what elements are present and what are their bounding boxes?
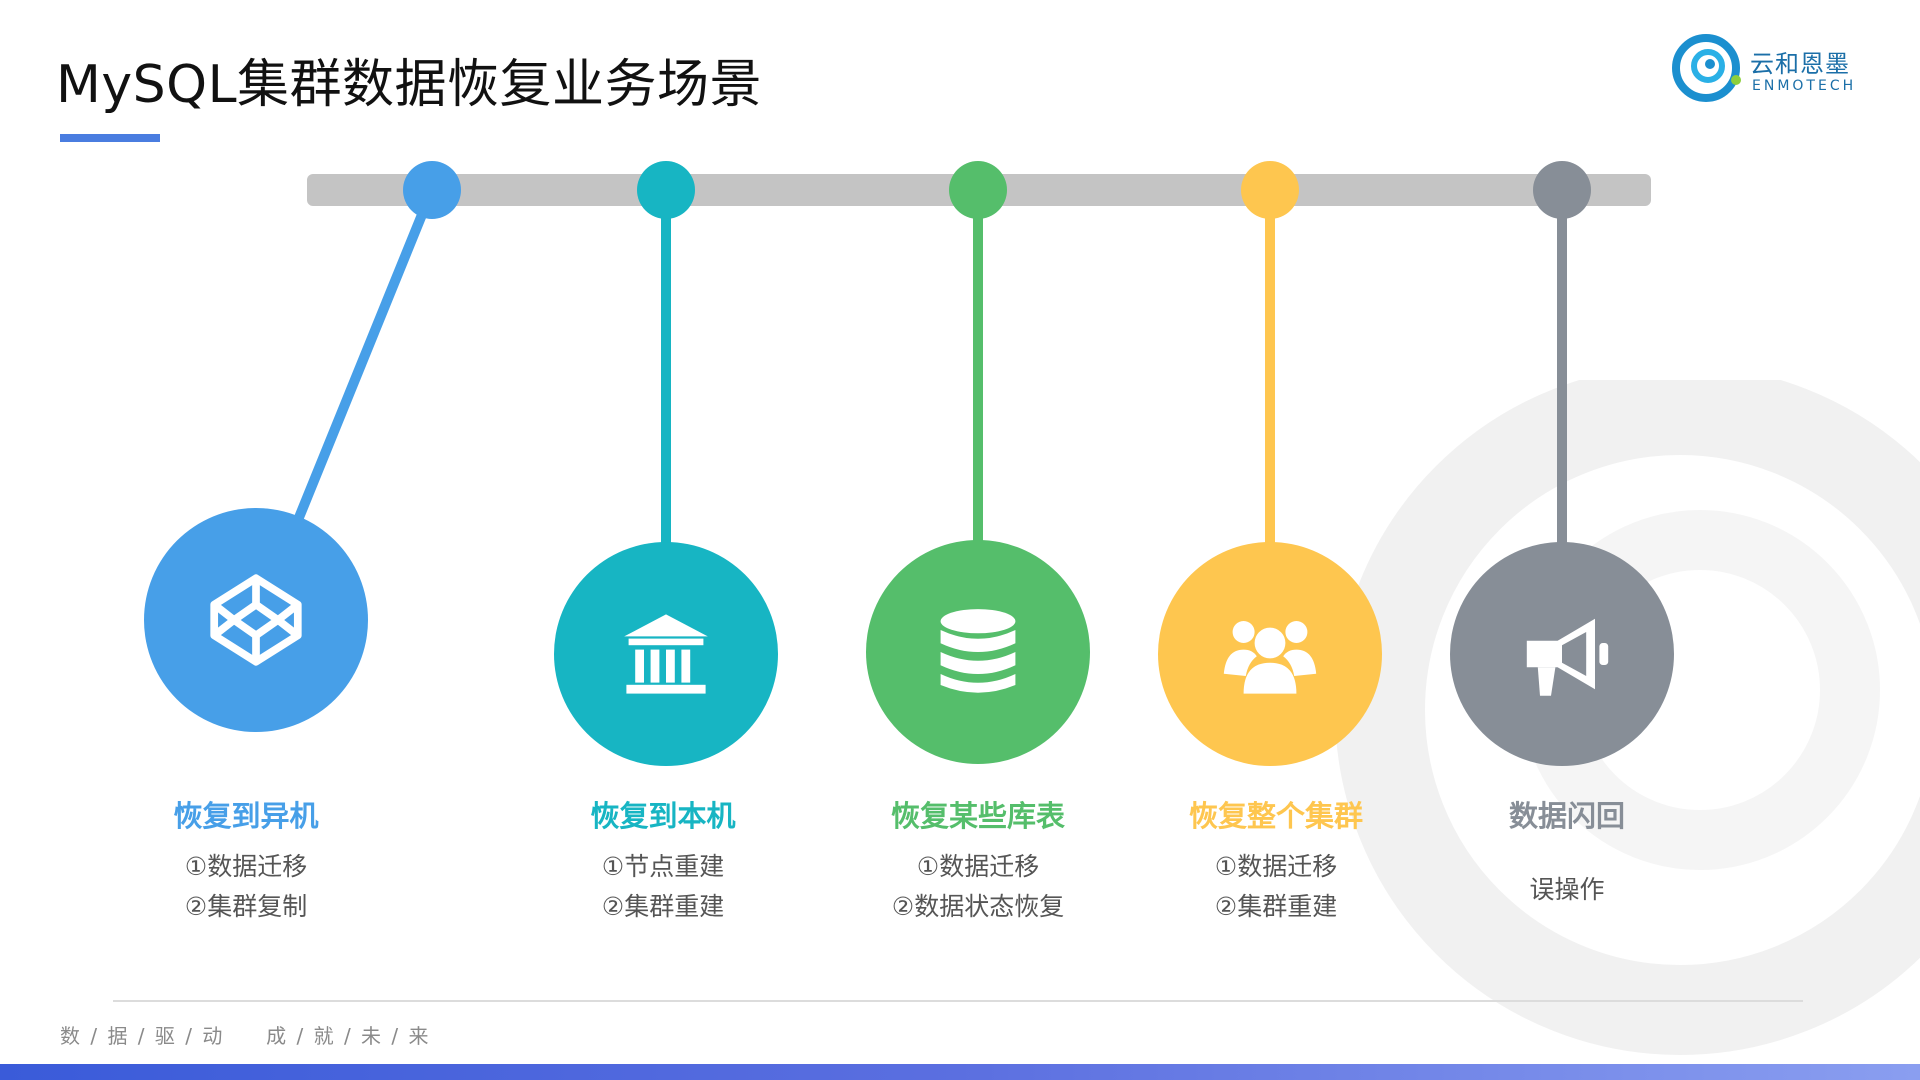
bottom-color-band: [0, 1064, 1920, 1080]
scenario-circle-1: [144, 508, 368, 732]
users-group-icon: [1223, 621, 1317, 694]
title-underline: [60, 134, 160, 142]
scenario-circle-4: [1158, 542, 1382, 766]
codepen-box-icon: [210, 574, 302, 666]
timeline-node-5: [1533, 161, 1591, 219]
timeline-node-2: [637, 161, 695, 219]
scenario-circle-2: [554, 542, 778, 766]
scenario-item: ②集群重建: [601, 892, 725, 921]
enmo-swirl-logo-icon: [1672, 34, 1741, 102]
scenario-item: ①数据迁移: [916, 852, 1040, 881]
scenario-title-3: 恢复某些库表: [890, 799, 1065, 833]
scenario-item: 误操作: [1529, 875, 1605, 904]
scenario-item: ②数据状态恢复: [891, 892, 1065, 921]
scenario-circle-5: [1450, 542, 1674, 766]
scenario-item: ①节点重建: [601, 852, 725, 881]
footer-divider: [113, 1000, 1803, 1002]
bank-building-icon: [624, 614, 708, 694]
timeline-node-1: [403, 161, 461, 219]
scenario-items-2: ①节点重建 ②集群重建: [503, 847, 823, 927]
scenario-items-1: ①数据迁移 ②集群复制: [86, 847, 406, 927]
scenario-title-1: 恢复到异机: [173, 799, 319, 833]
logo-text-cn: 云和恩墨: [1750, 50, 1850, 78]
timeline-node-4: [1241, 161, 1299, 219]
scenario-items-4: ①数据迁移 ②集群重建: [1116, 847, 1436, 927]
scenario-circle-3: [866, 540, 1090, 764]
scenario-item: ②集群复制: [184, 892, 308, 921]
scenario-title-5: 数据闪回: [1508, 799, 1625, 833]
enmotech-logo: 云和恩墨 ENMOTECH: [1672, 34, 1872, 104]
scenario-item: ①数据迁移: [1214, 852, 1338, 881]
scenario-title-4: 恢复整个集群: [1188, 799, 1363, 833]
timeline-node-3: [949, 161, 1007, 219]
page-title: MySQL集群数据恢复业务场景: [56, 55, 763, 115]
scenario-item: ①数据迁移: [184, 852, 308, 881]
scenario-items-3: ①数据迁移 ②数据状态恢复: [818, 847, 1138, 927]
connector-line-1: [293, 188, 437, 522]
footer-slogan: 数 / 据 / 驱 / 动 成 / 就 / 未 / 来: [60, 1024, 431, 1048]
scenario-title-2: 恢复到本机: [590, 799, 736, 833]
database-icon: [940, 609, 1016, 693]
megaphone-icon: [1526, 618, 1609, 696]
scenario-items-5: 误操作: [1407, 870, 1727, 910]
scenario-item: ②集群重建: [1214, 892, 1338, 921]
logo-text-en: ENMOTECH: [1752, 78, 1857, 94]
